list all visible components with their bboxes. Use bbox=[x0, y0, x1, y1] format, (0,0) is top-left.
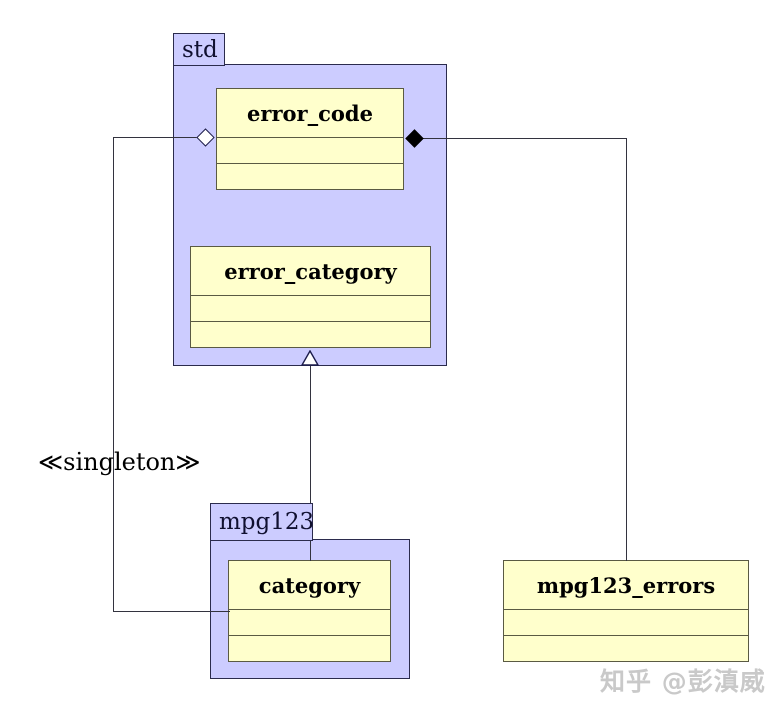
class-operations-error-code bbox=[217, 164, 403, 189]
generalization-triangle-icon bbox=[301, 350, 319, 366]
class-title-error-code: error_code bbox=[217, 89, 403, 138]
aggregation-segment-top bbox=[113, 137, 213, 138]
package-tab-std: std bbox=[173, 33, 225, 66]
class-attributes-error-category bbox=[191, 296, 430, 322]
class-operations-error-category bbox=[191, 322, 430, 347]
generalization-segment-vertical bbox=[310, 365, 311, 503]
class-attributes-error-code bbox=[217, 138, 403, 164]
class-title-error-category: error_category bbox=[191, 247, 430, 296]
package-tab-mpg123: mpg123 bbox=[210, 503, 315, 541]
package-label-std: std bbox=[182, 36, 218, 63]
stereotype-singleton-label: ≪singleton≫ bbox=[38, 448, 201, 476]
package-label-mpg123: mpg123 bbox=[219, 509, 315, 535]
class-box-error-category[interactable]: error_category bbox=[190, 246, 431, 348]
class-box-category[interactable]: category bbox=[228, 560, 391, 662]
class-box-error-code[interactable]: error_code bbox=[216, 88, 404, 190]
generalization-segment-into-category bbox=[310, 541, 311, 561]
class-title-category: category bbox=[229, 561, 390, 610]
class-attributes-category bbox=[229, 610, 390, 636]
aggregation-segment-left bbox=[113, 137, 114, 611]
aggregation-segment-bottom bbox=[113, 611, 230, 612]
class-title-mpg123-errors: mpg123_errors bbox=[504, 561, 748, 610]
class-attributes-mpg123-errors bbox=[504, 610, 748, 636]
class-operations-mpg123-errors bbox=[504, 636, 748, 661]
watermark-text: 知乎 @彭滇威 bbox=[600, 667, 766, 696]
composition-segment-right bbox=[626, 138, 627, 561]
composition-segment-top bbox=[419, 138, 626, 139]
class-operations-category bbox=[229, 636, 390, 661]
class-box-mpg123-errors[interactable]: mpg123_errors bbox=[503, 560, 749, 662]
